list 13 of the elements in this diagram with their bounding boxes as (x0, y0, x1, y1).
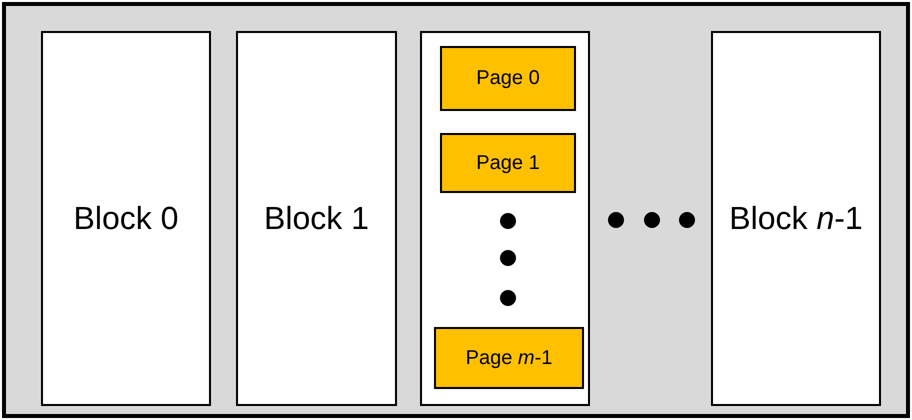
block-box (420, 31, 590, 406)
block-label: Block 1 (264, 200, 369, 237)
block-label: Block n-1 (729, 200, 863, 237)
page-box (440, 46, 576, 111)
block-box (236, 31, 397, 406)
page-label: Page 1 (476, 152, 540, 174)
page-box (440, 133, 576, 193)
block-box (41, 31, 211, 406)
page-label: Page 0 (476, 67, 540, 90)
block-box (711, 31, 881, 406)
block-label: Block 0 (74, 200, 178, 237)
page-box (434, 327, 584, 389)
page-label: Page m-1 (466, 346, 552, 370)
